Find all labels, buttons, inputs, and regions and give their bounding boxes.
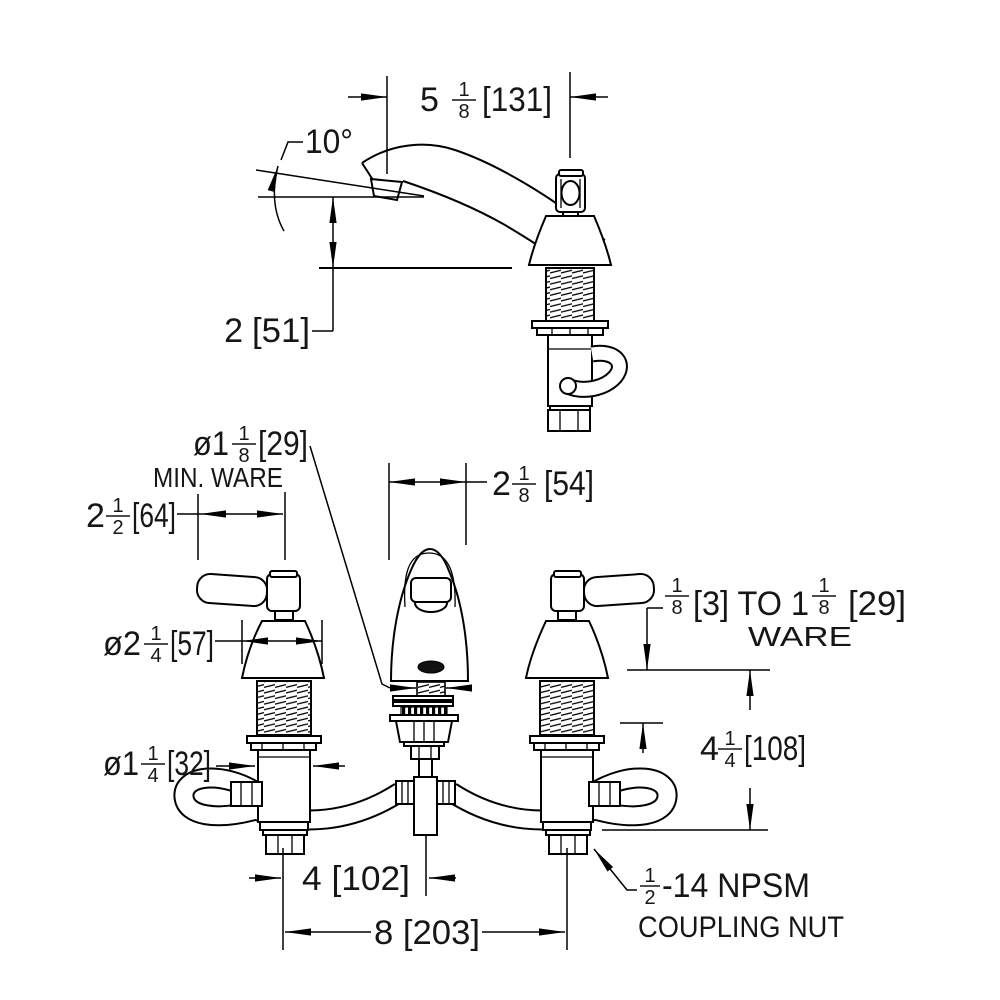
handle-hub [560,180,581,206]
tee-left-nut [395,780,415,805]
dim-ware-range-mid: [3] TO 1 [693,585,809,623]
spout-outlet [410,577,452,603]
dim-spout-reach-num: 1 [458,79,469,101]
tee-right-nut [436,780,456,805]
dim-body-dia-den: 4 [147,765,158,787]
label-coupling-num: 1 [644,865,655,887]
hose-hook-end [559,377,577,395]
left-flange [246,735,322,744]
dim-shank-min-num: 1 [238,423,249,445]
dim-center-8: 8 [203] [374,914,480,952]
dim-angle: 10° [305,123,353,161]
dim-under-clear-mm: [108] [744,730,806,768]
dim-under-clear-whole: 4 [700,730,719,768]
spout-coupling-nut [547,409,591,432]
right-escutcheon [524,620,610,679]
dim-dome-width-mm: [54] [544,465,594,503]
left-handle-assembly [195,570,326,855]
spout-escutcheon [527,215,613,266]
label-coupling-den: 2 [644,887,655,909]
right-handle-assembly [524,570,656,855]
dim-center-4: 4 [102] [302,860,410,898]
right-flange [529,735,605,744]
left-shank-threads [256,680,312,736]
right-valve-body [540,749,594,823]
dim-tip-height-whole: 2 [224,312,243,350]
dim-body-dia-num: 1 [147,743,158,765]
spout-shank-threads [545,267,595,322]
left-lever-grip [195,573,269,608]
label-coupling-spec: -14 NPSM [662,867,810,905]
right-shank-threads [539,680,595,736]
spout-tip-face [361,162,374,181]
front-view [173,547,678,855]
dim-esc-dia-den: 4 [150,645,161,667]
dim-ware-max-mm: [29] [848,585,906,623]
dim-esc-dia-whole: ø2 [103,625,141,663]
dim-esc-dia-num: 1 [150,623,161,645]
label-min-ware: MIN. WARE [153,462,283,493]
dim-side-clear-mm: [64] [132,497,176,535]
dim-dome-width-whole: 2 [492,465,511,503]
center-tee-tailpiece [413,776,438,836]
brand-logo [417,660,445,674]
dim-dome-width-den: 8 [518,485,529,507]
handle-cap [558,169,584,177]
dim-ware-max-den: 8 [818,597,829,619]
dim-body-dia-whole: ø1 [103,745,139,783]
dim-tip-height-mm: [51] [252,312,310,350]
center-nipple-threads [416,681,446,697]
dim-dome-width-num: 1 [518,463,529,485]
left-coupling-nut [265,834,305,855]
dim-spout-reach-whole: 5 [420,81,439,119]
spout-flange [531,320,609,329]
dim-spout-reach-den: 8 [458,101,469,123]
left-valve-body [257,749,311,823]
right-hose-port-nut [588,781,621,807]
right-coupling-nut [548,834,588,855]
dim-side-clear-den: 2 [112,517,123,539]
dim-under-clear-den: 4 [724,750,735,772]
right-lever-head [550,573,585,612]
dim-body-dia-mm: [32] [167,745,211,783]
left-hose-port-nut [230,781,263,807]
spout-bottom-curve [402,180,538,246]
dim-under-clear-num: 1 [724,728,735,750]
center-spout-assembly [389,547,470,836]
dim-spout-reach-mm: [131] [482,81,552,119]
dimension-text: 5 1 8 [131] 10° 2 [51] ø1 1 8 [29] MIN. … [86,79,906,952]
center-hex-fitting [410,745,440,760]
side-view [255,143,628,432]
dim-shank-min-whole: ø1 [193,425,229,463]
dim-side-clear-whole: 2 [86,497,105,535]
dim-ware-max-num: 1 [818,575,829,597]
dim-ware-min-den: 8 [671,597,682,619]
lock-washer [400,706,448,716]
dim-shank-min-mm: [29] [258,425,308,463]
label-ware: WARE [748,621,852,652]
dim-shank-min-den: 8 [238,445,249,467]
left-lever-head [266,573,301,612]
label-coupling-nut: COUPLING NUT [638,911,844,944]
dim-ware-min-num: 1 [671,575,682,597]
dim-esc-dia-mm: [57] [170,625,214,663]
spout-inner-arch [403,552,456,608]
right-lever-grip [582,573,656,608]
angle-slant-line [255,169,425,197]
dim-side-clear-num: 1 [112,495,123,517]
dimension-lines [177,72,770,950]
